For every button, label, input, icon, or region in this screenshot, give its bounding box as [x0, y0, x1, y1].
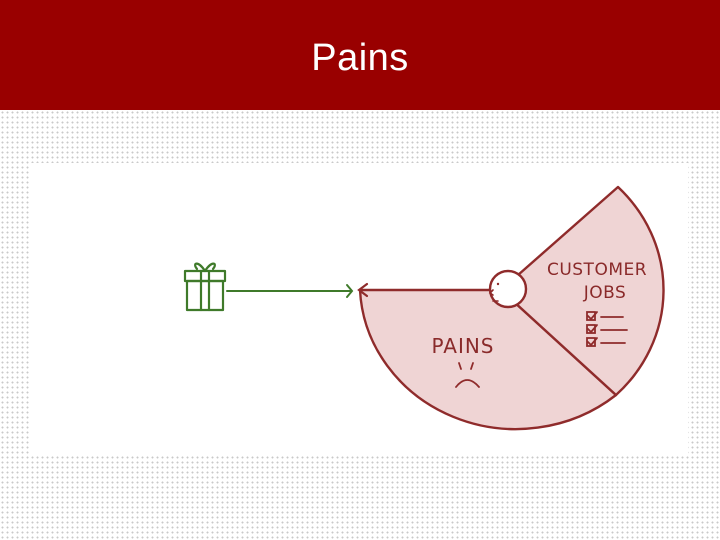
pains-label: PAINS — [431, 334, 494, 358]
diagram-canvas: CUSTOMER JOBS PAINS — [31, 163, 688, 455]
customer-jobs-label-line1: CUSTOMER — [547, 260, 647, 280]
gift-icon — [183, 262, 227, 312]
slide-title: Pains — [311, 36, 409, 79]
customer-jobs-label-line2: JOBS — [583, 283, 627, 303]
profile-arrow-tip — [357, 282, 369, 298]
value-proposition-diagram: CUSTOMER JOBS PAINS — [183, 185, 665, 431]
slide-header: Pains — [0, 0, 720, 110]
pains-sector — [358, 288, 618, 431]
connecting-arrow — [226, 284, 354, 298]
frown-face-icon — [455, 362, 480, 388]
customer-profile: CUSTOMER JOBS PAINS — [357, 185, 665, 431]
customer-head-icon — [488, 269, 528, 309]
checklist-icon — [586, 311, 628, 347]
